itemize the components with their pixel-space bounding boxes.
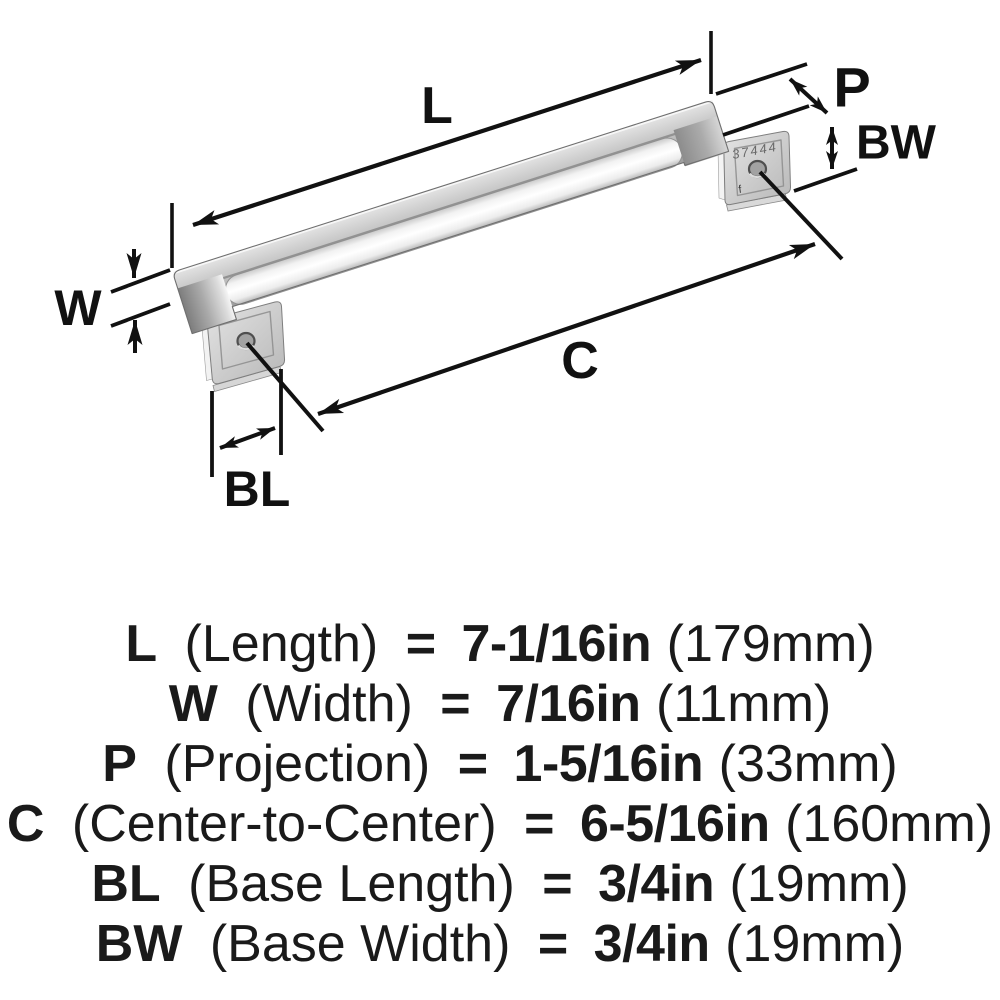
- spec-label: (Projection): [164, 735, 431, 793]
- dimension-BW: BW: [793, 117, 937, 193]
- dimension-P: P: [715, 56, 871, 119]
- spec-label: (Width): [245, 675, 413, 733]
- BW-extension-lower: [793, 167, 858, 193]
- spec-metric: (19mm): [725, 915, 905, 973]
- spec-metric: (33mm): [718, 735, 898, 793]
- right-base-plate: 37444 f: [717, 130, 792, 212]
- left-plate-recess: [218, 310, 275, 370]
- spec-imperial: 7-1/16in: [461, 615, 652, 673]
- dim-label-W: W: [54, 280, 102, 336]
- BL-dimension-line: [219, 426, 276, 450]
- spec-equals: =: [524, 795, 555, 853]
- mounting-plane-extension: [722, 104, 810, 137]
- spec-label: (Center-to-Center): [71, 795, 497, 853]
- dimension-C: C: [245, 170, 844, 433]
- dim-label-BL: BL: [224, 461, 291, 517]
- spec-row: C (Center-to-Center) = 6-5/16in (160mm): [0, 794, 1000, 854]
- spec-imperial: 1-5/16in: [513, 735, 704, 793]
- spec-equals: =: [405, 615, 437, 673]
- dim-label-BW: BW: [856, 117, 937, 170]
- spec-symbol: P: [102, 735, 137, 793]
- stamp-mark: f: [738, 184, 744, 196]
- spec-row: BW (Base Width) = 3/4in (19mm): [0, 914, 1000, 974]
- dim-label-L: L: [421, 77, 453, 135]
- spec-equals: =: [537, 915, 569, 973]
- right-plate-recess: [733, 139, 785, 197]
- spec-symbol: W: [168, 675, 218, 733]
- W-extension-upper: [110, 268, 171, 294]
- spec-metric: (19mm): [729, 855, 909, 913]
- handle-left-leg: [177, 274, 237, 334]
- spec-equals: =: [542, 855, 573, 913]
- dimension-W: W: [54, 249, 171, 353]
- spec-equals: =: [440, 675, 471, 733]
- dimension-diagram: 37444 f L W: [54, 31, 937, 517]
- dim-label-P: P: [833, 56, 870, 119]
- spec-equals: =: [457, 735, 489, 793]
- spec-imperial: 7/16in: [496, 675, 641, 733]
- spec-row: L (Length) = 7-1/16in (179mm): [0, 614, 1000, 674]
- spec-symbol: BW: [95, 915, 183, 973]
- spec-metric: (160mm): [785, 795, 994, 853]
- C-dimension-line: [317, 242, 816, 416]
- spec-table: L (Length) = 7-1/16in (179mm) W (Width) …: [0, 614, 1000, 974]
- C-extension-left: [245, 341, 325, 433]
- dimension-BL: BL: [210, 369, 291, 517]
- handle-grip-bar: [224, 137, 683, 305]
- spec-row: W (Width) = 7/16in (11mm): [0, 674, 1000, 734]
- spec-row: P (Projection) = 1-5/16in (33mm): [0, 734, 1000, 794]
- C-extension-right: [758, 170, 844, 261]
- P-dimension-line: [788, 77, 829, 115]
- spec-imperial: 3/4in: [593, 915, 711, 973]
- spec-symbol: BL: [91, 855, 161, 913]
- spec-imperial: 6-5/16in: [579, 795, 770, 853]
- spec-label: (Length): [184, 615, 379, 673]
- dimension-L: L: [170, 31, 713, 268]
- spec-metric: (11mm): [656, 675, 832, 733]
- spec-symbol: C: [6, 795, 45, 853]
- L-dimension-line: [192, 58, 702, 227]
- P-extension-upper: [715, 62, 808, 96]
- spec-label: (Base Length): [188, 855, 515, 913]
- spec-symbol: L: [125, 615, 158, 673]
- W-extension-lower: [110, 302, 171, 328]
- spec-imperial: 3/4in: [598, 855, 715, 913]
- spec-label: (Base Width): [209, 915, 511, 973]
- dim-label-C: C: [561, 332, 599, 390]
- spec-metric: (179mm): [666, 615, 875, 673]
- spec-row: BL (Base Length) = 3/4in (19mm): [0, 854, 1000, 914]
